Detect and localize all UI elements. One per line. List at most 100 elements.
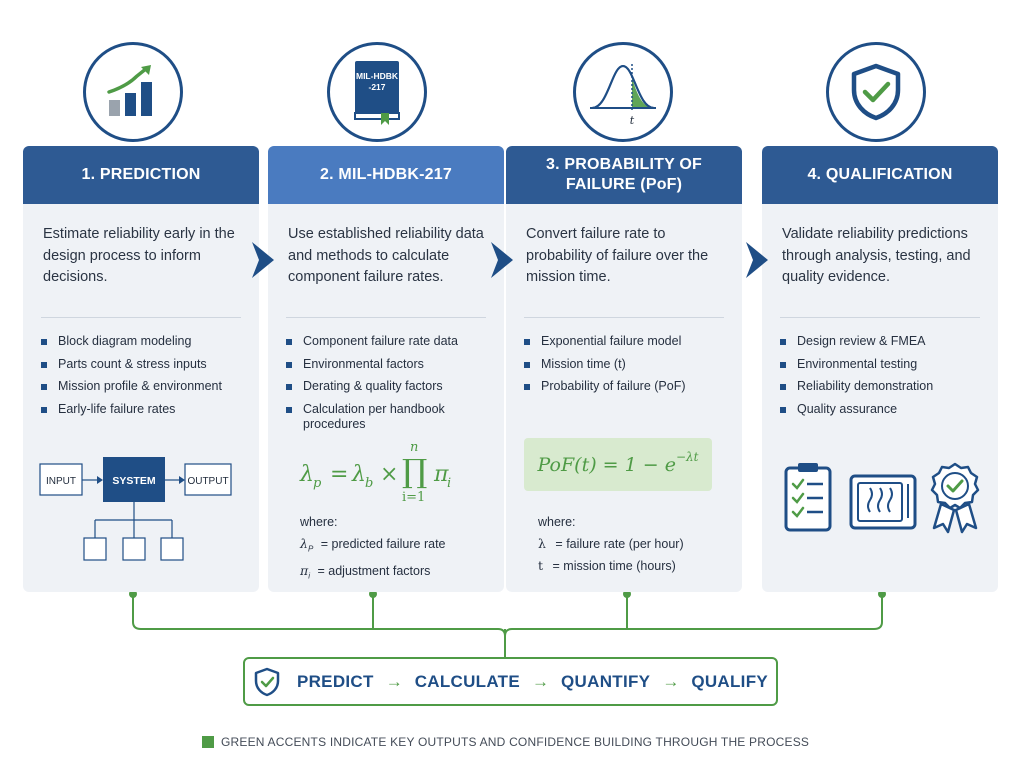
- list-item: Reliability demonstration: [780, 379, 988, 395]
- where-row: πi = adjustment factors: [300, 560, 446, 587]
- where-symbol-sub: i: [308, 571, 310, 580]
- handbook-icon: MIL-HDBK -217: [354, 61, 400, 125]
- formula-prod-lower: i=1: [402, 490, 426, 505]
- where-text: = failure rate (per hour): [555, 537, 684, 551]
- failure-rate-formula: λ p = λ b × n ∏ i=1 π i: [300, 440, 480, 506]
- formula-times: ×: [380, 462, 399, 487]
- list-item: Environmental testing: [780, 357, 988, 373]
- divider: [41, 317, 241, 318]
- diagram-output-label: OUTPUT: [187, 476, 228, 487]
- card-prediction-description: Estimate reliability early in the design…: [43, 226, 235, 285]
- list-item: Block diagram modeling: [41, 334, 249, 350]
- diagram-input-label: INPUT: [46, 476, 76, 487]
- card-mil-hdbk-bullets: Component failure rate data Environmenta…: [286, 334, 494, 440]
- summary-step-quantify: QUANTIFY: [561, 671, 651, 691]
- pof-icon-circle: t: [573, 42, 673, 142]
- formula-prod: ∏: [402, 452, 428, 490]
- arrow-right-icon: [491, 242, 513, 278]
- card-pof-title: 3. PROBABILITY OF FAILURE (PoF): [506, 146, 742, 204]
- where-symbol: λ: [300, 536, 308, 551]
- card-qualification-description: Validate reliability predictions through…: [782, 226, 971, 285]
- list-item: Environmental factors: [286, 357, 494, 373]
- list-item: Probability of failure (PoF): [524, 379, 732, 395]
- arrow-right-icon: →: [532, 671, 550, 691]
- list-item: Quality assurance: [780, 402, 988, 418]
- arrow-right-icon: →: [385, 671, 403, 691]
- shield-icon: [254, 667, 280, 696]
- legend: GREEN ACCENTS INDICATE KEY OUTPUTS AND C…: [202, 735, 809, 749]
- card-pof: 3. PROBABILITY OF FAILURE (PoF) Convert …: [506, 146, 742, 592]
- where-symbol: t: [538, 558, 544, 573]
- where-row: λP = predicted failure rate: [300, 533, 446, 560]
- handbook-label-line2: -217: [368, 82, 385, 92]
- qualification-icons: [784, 462, 980, 534]
- card-mil-hdbk-title: 2. MIL-HDBK-217: [268, 146, 504, 204]
- list-item: Early-life failure rates: [41, 402, 249, 418]
- list-item: Exponential failure model: [524, 334, 732, 350]
- card-pof-description: Convert failure rate to probability of f…: [526, 226, 709, 285]
- list-item: Design review & FMEA: [780, 334, 988, 350]
- where-symbol: π: [300, 562, 309, 578]
- pof-formula: PoF(t) = 1 − e: [537, 453, 676, 476]
- where-label: where:: [538, 515, 576, 529]
- diagram-system-label: SYSTEM: [112, 475, 155, 487]
- card-prediction: 1. PREDICTION Estimate reliability early…: [23, 146, 259, 592]
- card-qualification: 4. QUALIFICATION Validate reliability pr…: [762, 146, 998, 592]
- summary-step-calculate: CALCULATE: [414, 671, 521, 691]
- where-symbol: λ: [538, 536, 546, 551]
- prediction-icon-circle: [83, 42, 183, 142]
- list-item: Mission profile & environment: [41, 379, 249, 395]
- card-mil-hdbk-description: Use established reliability data and met…: [288, 226, 484, 285]
- where-row: λ = failure rate (per hour): [538, 533, 684, 555]
- formula-rhs-sub: b: [365, 476, 374, 491]
- qualification-icon-circle: [826, 42, 926, 142]
- card-prediction-bullets: Block diagram modeling Parts count & str…: [41, 334, 249, 424]
- formula-factor: π: [434, 462, 449, 487]
- divider: [524, 317, 724, 318]
- block-diagram: INPUT SYSTEM OUTPUT: [39, 457, 232, 561]
- card-pof-where: where: λ = failure rate (per hour) t = m…: [538, 512, 684, 577]
- card-mil-hdbk-where: where: λP = predicted failure rate πi = …: [300, 512, 446, 586]
- list-item: Parts count & stress inputs: [41, 357, 249, 373]
- summary-step-qualify: QUALIFY: [691, 671, 769, 691]
- distribution-curve-icon: t: [590, 64, 656, 127]
- where-row: t = mission time (hours): [538, 555, 684, 577]
- handbook-icon-circle: MIL-HDBK -217: [327, 42, 427, 142]
- arrow-right-icon: [252, 242, 274, 278]
- where-text: = mission time (hours): [552, 559, 676, 573]
- where-label: where:: [300, 515, 338, 529]
- arrow-right-icon: [746, 242, 768, 278]
- list-item: Mission time (t): [524, 357, 732, 373]
- summary-step-predict: PREDICT: [296, 671, 374, 691]
- divider: [286, 317, 486, 318]
- list-item: Derating & quality factors: [286, 379, 494, 395]
- arrow-right-icon: →: [662, 671, 680, 691]
- shield-check-icon: [851, 63, 901, 121]
- award-badge-icon: [930, 462, 980, 534]
- formula-eq: =: [330, 462, 349, 487]
- card-prediction-title: 1. PREDICTION: [23, 146, 259, 204]
- card-qualification-title: 4. QUALIFICATION: [762, 146, 998, 204]
- formula-lhs: λ: [300, 462, 314, 487]
- list-item: Component failure rate data: [286, 334, 494, 350]
- where-text: = predicted failure rate: [320, 537, 446, 551]
- formula-prod-upper: n: [410, 440, 419, 455]
- checklist-icon: [784, 463, 832, 532]
- test-chamber-icon: [849, 474, 917, 530]
- where-symbol-sub: P: [307, 544, 314, 554]
- where-text: = adjustment factors: [317, 563, 431, 578]
- card-mil-hdbk: 2. MIL-HDBK-217 Use established reliabil…: [268, 146, 504, 592]
- pof-formula-exponent: −λt: [675, 449, 699, 464]
- formula-lhs-sub: p: [313, 476, 322, 491]
- divider: [780, 317, 980, 318]
- chart-growth-icon: [107, 65, 152, 116]
- card-qualification-bullets: Design review & FMEA Environmental testi…: [780, 334, 988, 424]
- list-item: Calculation per handbook procedures: [286, 402, 494, 433]
- process-summary-bar: PREDICT → CALCULATE → QUANTIFY → QUALIFY: [243, 657, 778, 706]
- pof-formula-box: PoF(t) = 1 − e−λt: [524, 438, 712, 491]
- card-pof-bullets: Exponential failure model Mission time (…: [524, 334, 732, 402]
- handbook-label: MIL-HDBK: [356, 71, 399, 81]
- legend-swatch: [202, 736, 214, 748]
